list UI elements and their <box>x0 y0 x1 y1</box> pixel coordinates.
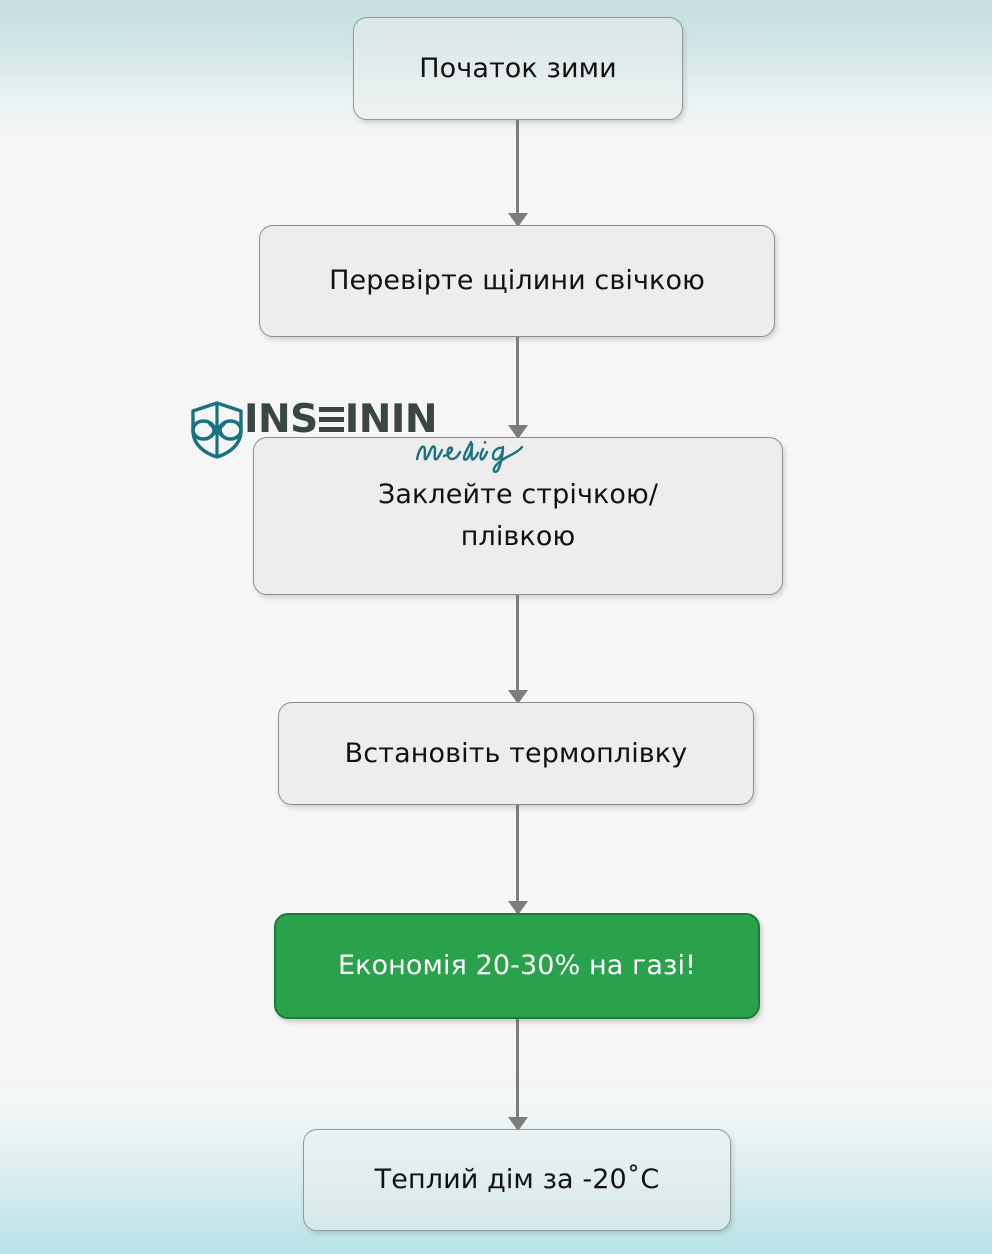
flow-node-install-label: Встановіть термоплівку <box>344 737 688 769</box>
flow-node-savings[interactable]: Економія 20-30% на газі! <box>274 913 760 1019</box>
flow-node-start[interactable]: Початок зими <box>353 17 683 120</box>
flow-node-install[interactable]: Встановіть термоплівку <box>278 702 754 805</box>
flow-node-check-label: Перевірте щілини свічкою <box>329 265 705 297</box>
connector-install-to-savings <box>507 805 528 915</box>
arrowhead-down-icon <box>507 425 528 439</box>
arrowhead-down-icon <box>507 213 528 227</box>
arrowhead-down-icon <box>507 901 528 915</box>
watermark-brand-part2: ININ <box>344 397 438 442</box>
flow-node-warm[interactable]: Теплий дім за -20˚C <box>303 1129 731 1231</box>
watermark-brand-text: INS ININ <box>244 397 438 442</box>
flow-node-seal-label: Заклейте стрічкою/ плівкою <box>377 479 659 552</box>
connector-check-to-seal <box>507 337 528 439</box>
flow-node-savings-label: Економія 20-30% на газі! <box>337 950 697 982</box>
shield-infinity-icon <box>186 400 248 460</box>
arrowhead-down-icon <box>507 690 528 704</box>
connector-seal-to-install <box>507 595 528 704</box>
connector-start-to-check <box>507 120 528 227</box>
flow-node-check[interactable]: Перевірте щілини свічкою <box>259 225 775 337</box>
arrowhead-down-icon <box>507 1117 528 1131</box>
flow-node-warm-label: Теплий дім за -20˚C <box>374 1164 660 1196</box>
watermark-brand-part1: INS <box>244 397 318 442</box>
flow-node-seal[interactable]: Заклейте стрічкою/ плівкою <box>253 437 783 595</box>
flow-node-start-label: Початок зими <box>419 52 617 84</box>
connector-savings-to-warm <box>507 1019 528 1131</box>
triple-bar-e-icon <box>318 406 344 434</box>
